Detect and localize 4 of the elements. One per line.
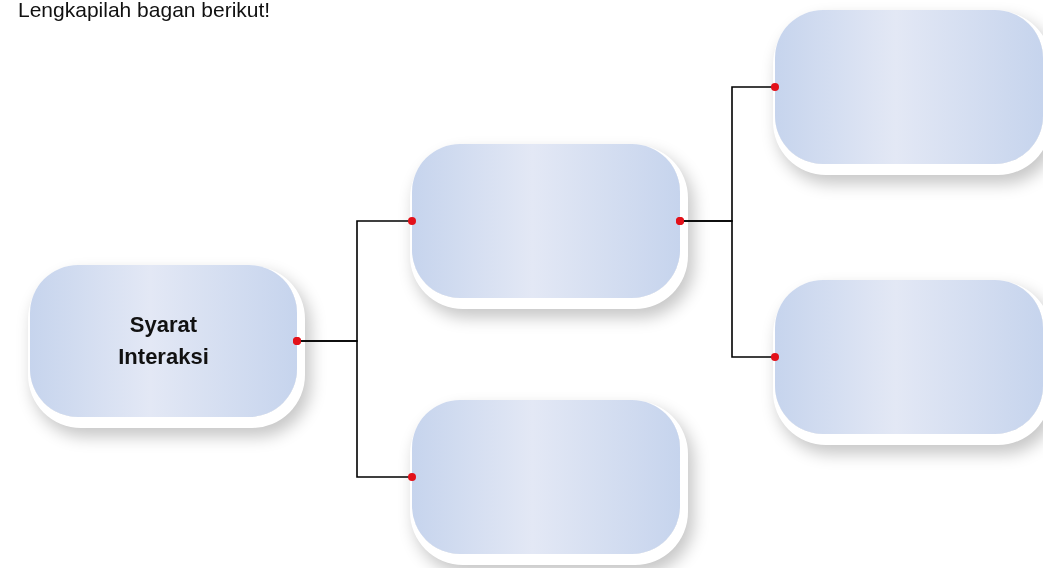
instruction-heading: Lengkapilah bagan berikut! — [18, 0, 271, 22]
box-label: Syarat Interaksi — [117, 311, 210, 371]
bracket-connector — [676, 217, 779, 361]
bracket-connector — [293, 337, 416, 481]
